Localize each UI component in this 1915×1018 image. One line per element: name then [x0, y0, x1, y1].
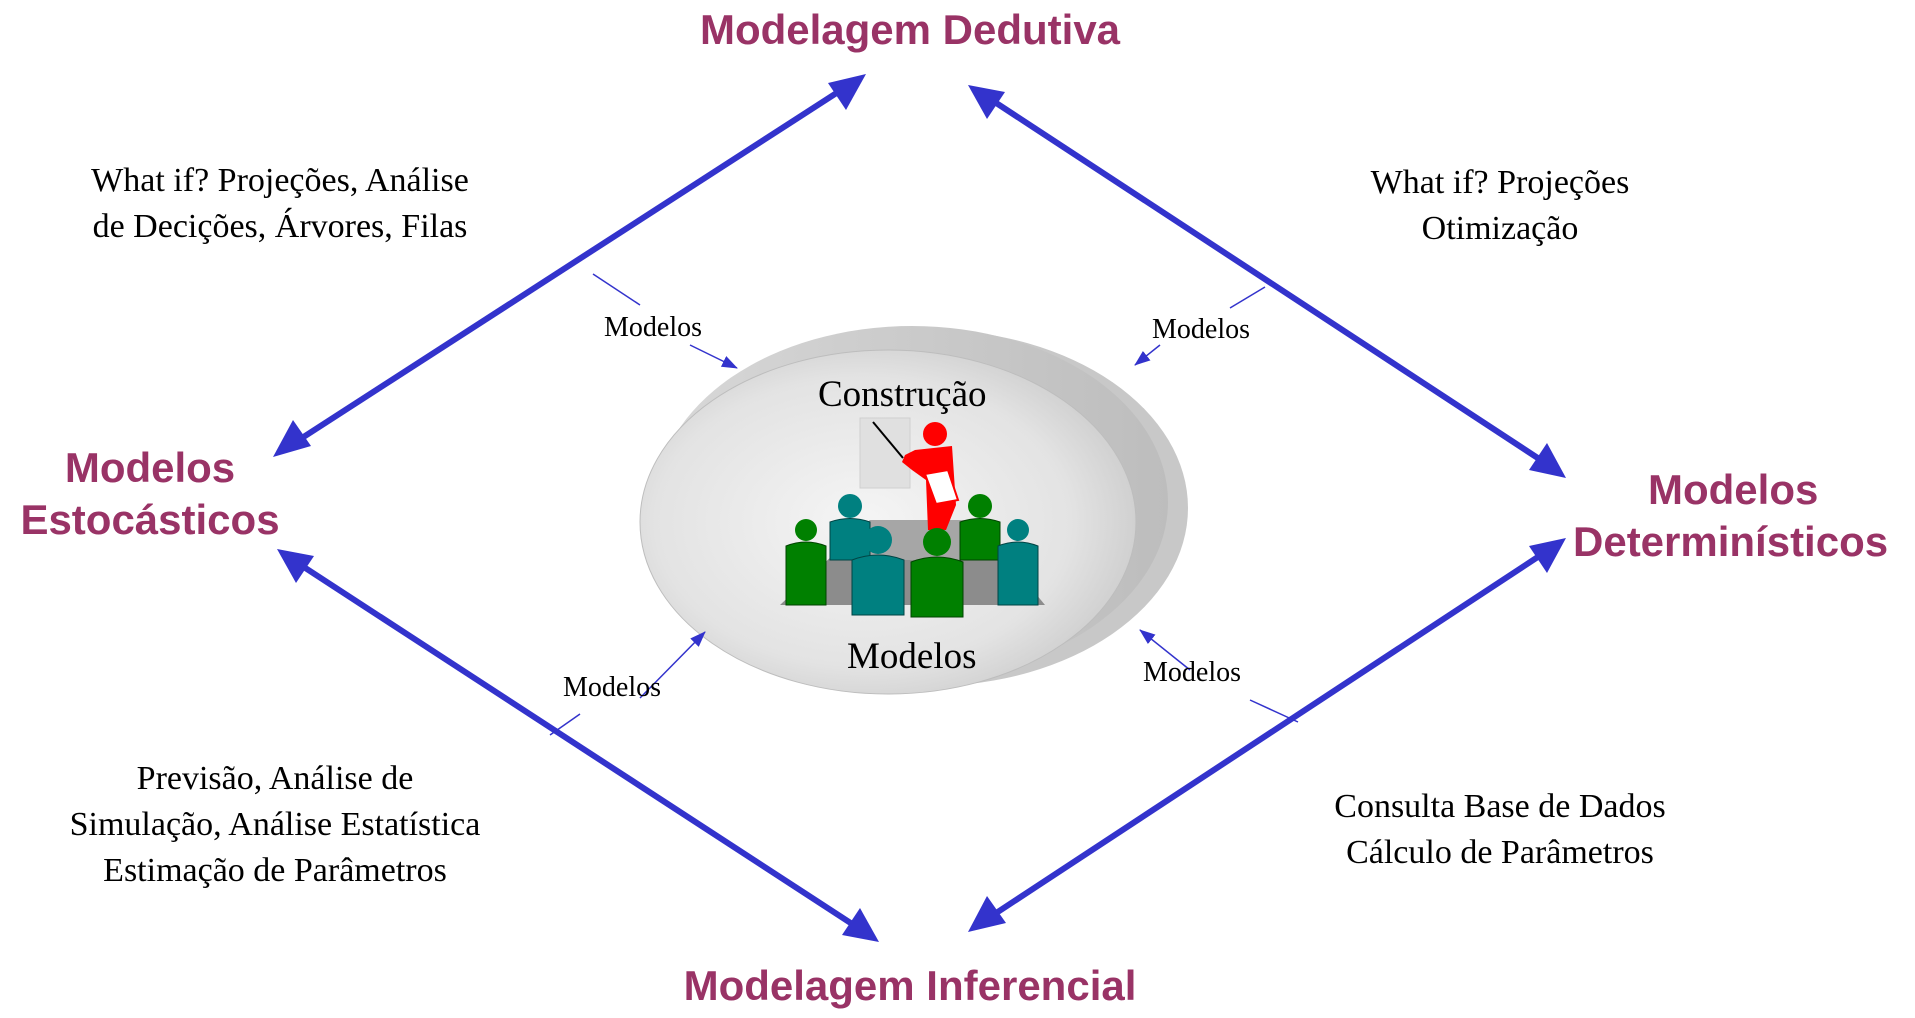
note-top-right-line-2: Otimização: [1421, 210, 1579, 247]
node-right-line-1: Modelos: [1648, 466, 1819, 513]
note-top-left-line-2: de Decições, Árvores, Filas: [92, 208, 468, 245]
node-left-title: Modelos Estocásticos: [0, 442, 300, 546]
node-right-title: Modelos Determinísticos: [1555, 464, 1915, 568]
audience-figures: [785, 494, 1039, 618]
presenter-figure: [872, 421, 960, 530]
big-arrow-bottom-right: [968, 538, 1566, 932]
connector-top-left: [592, 273, 738, 369]
note-bottom-right: Consulta Base de Dados Cálculo de Parâme…: [1270, 784, 1730, 876]
note-bottom-left-line-2: Simulação, Análise Estatística: [69, 806, 481, 843]
big-arrow-bottom-left: [277, 549, 879, 942]
node-left-line-1: Modelos: [64, 444, 236, 491]
connector-top-right: [1134, 286, 1266, 366]
note-bottom-left-line-3: Estimação de Parâmetros: [103, 852, 447, 889]
note-top-right: What if? Projeções Otimização: [1300, 160, 1700, 252]
connector-bottom-left: [549, 631, 706, 736]
note-top-left-line-1: What if? Projeções, Análise: [91, 162, 469, 199]
connector-bottom-right: [1139, 629, 1299, 723]
connector-label-top-right: Modelos: [1152, 314, 1250, 345]
note-bottom-right-line-1: Consulta Base de Dados: [1334, 788, 1666, 825]
node-right-line-2: Determinísticos: [1573, 518, 1889, 565]
node-left-line-2: Estocásticos: [20, 496, 280, 543]
note-top-left: What if? Projeções, Análise de Decições,…: [20, 158, 540, 250]
node-bottom-title: Modelagem Inferencial: [683, 962, 1137, 1009]
note-bottom-left: Previsão, Análise de Simulação, Análise …: [0, 756, 550, 894]
big-arrow-top-right: [968, 85, 1566, 478]
note-top-right-line-1: What if? Projeções: [1370, 164, 1630, 201]
connector-label-bottom-left: Modelos: [563, 672, 661, 703]
meeting-illustration: [780, 417, 1045, 618]
center-label-bottom: Modelos: [847, 636, 977, 677]
center-label-top: Construção: [818, 374, 987, 415]
connector-label-bottom-right: Modelos: [1143, 657, 1241, 688]
node-top-title: Modelagem Dedutiva: [699, 6, 1121, 53]
big-arrow-top-left: [273, 74, 866, 457]
note-bottom-left-line-1: Previsão, Análise de: [136, 760, 414, 797]
note-bottom-right-line-2: Cálculo de Parâmetros: [1346, 834, 1654, 871]
connector-label-top-left: Modelos: [604, 312, 702, 343]
